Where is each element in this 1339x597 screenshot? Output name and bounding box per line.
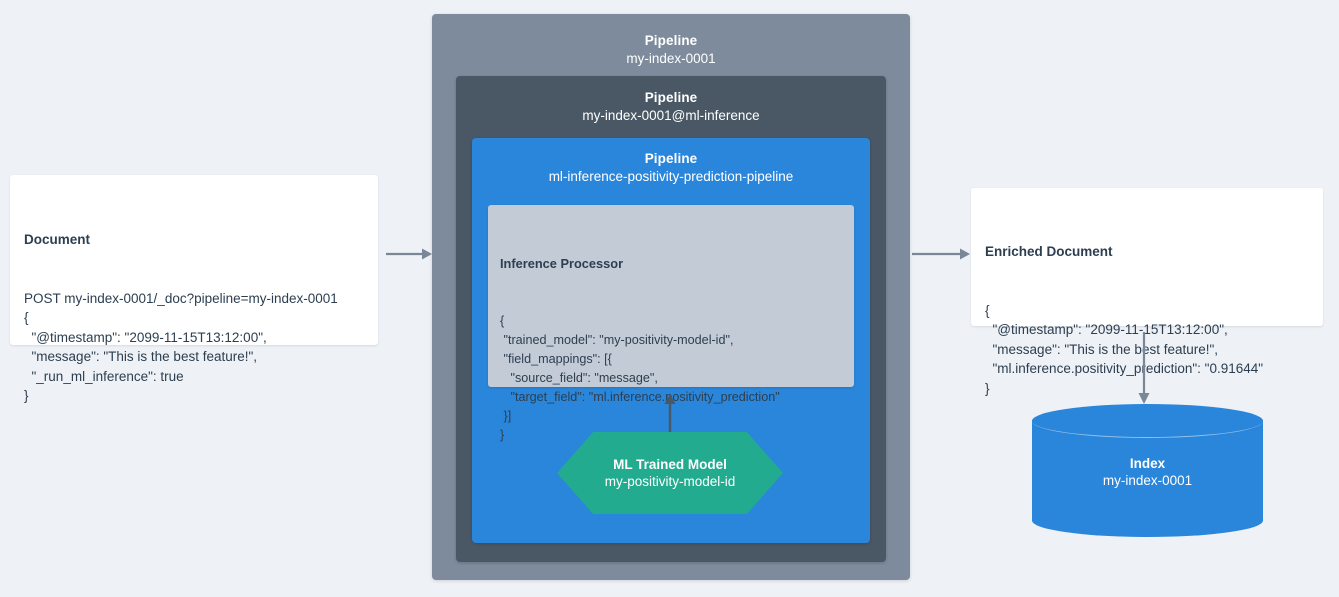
pipeline-outer-name: my-index-0001 [626,51,716,66]
pipeline-inner-label: Pipeline [644,151,698,166]
pipeline-outer-label: Pipeline [644,33,698,48]
inference-processor-title: Inference Processor [500,256,624,271]
cylinder-top-icon [1032,404,1263,438]
enriched-document-title: Enriched Document [985,243,1113,259]
pipeline-middle-name: my-index-0001@ml-inference [582,108,760,123]
index-text: Index my-index-0001 [1032,456,1263,488]
document-body: POST my-index-0001/_doc?pipeline=my-inde… [24,291,338,404]
hexagon-shape-icon [557,432,783,514]
document-card: Document POST my-index-0001/_doc?pipelin… [10,175,378,403]
arrow-model-to-processor-icon [661,394,679,434]
enriched-document-body: { "@timestamp": "2099-11-15T13:12:00", "… [985,303,1264,396]
ml-model-title: ML Trained Model [613,457,727,472]
cylinder-bottom-icon [1032,504,1263,537]
arrow-pipeline-to-enriched-icon [912,245,970,263]
arrow-enriched-to-index-icon [1135,332,1153,404]
ml-model-name: my-positivity-model-id [604,474,736,489]
ml-model-text: ML Trained Model my-positivity-model-id [557,432,783,514]
pipeline-middle-label: Pipeline [644,90,698,105]
arrow-document-to-pipeline-icon [386,245,432,263]
index-cylinder: Index my-index-0001 [1032,404,1263,537]
index-title: Index [1129,456,1166,471]
index-name: my-index-0001 [1102,473,1193,488]
enriched-document-card: Enriched Document { "@timestamp": "2099-… [971,188,1323,396]
pipeline-inner-name: ml-inference-positivity-prediction-pipel… [548,169,794,184]
document-title: Document [24,231,91,247]
inference-processor-panel: Inference Processor { "trained_model": "… [488,205,854,442]
ml-trained-model-hexagon: ML Trained Model my-positivity-model-id [557,432,783,514]
inference-processor-body: { "trained_model": "my-positivity-model-… [500,314,780,442]
